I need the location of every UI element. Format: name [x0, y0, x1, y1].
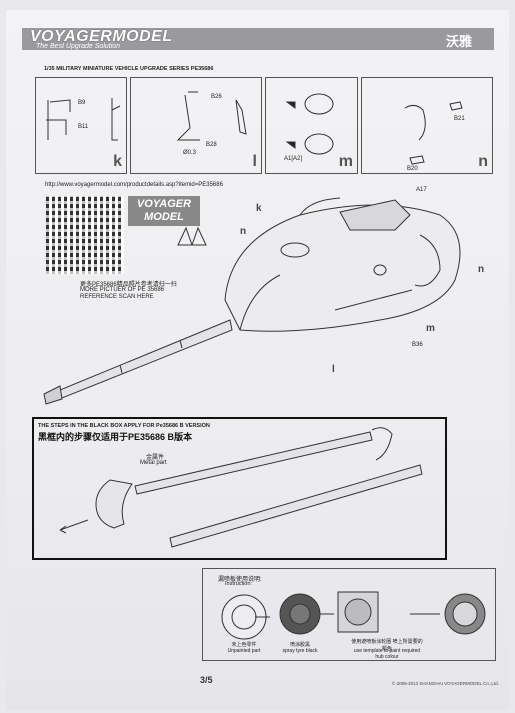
header-bar	[22, 28, 494, 50]
scan-note-cn: 更多PE35686精品照片参考请扫一扫	[80, 282, 177, 288]
step-letter: n	[478, 153, 488, 170]
part-label: B20	[407, 166, 418, 172]
paint-instruction-box	[202, 568, 496, 661]
callout-l: l	[332, 364, 335, 375]
part-label: B26	[211, 94, 222, 100]
b-version-note-cn: 黑框内的步骤仅适用于PE35686 B版本	[38, 430, 192, 443]
brand-chinese: 沃雅	[446, 34, 473, 49]
paint-step-cn: 喷涂胶黑	[289, 642, 310, 648]
copyright: © 2005-2013 SHANGHAI VOYAGERMODEL Co.,Lt…	[392, 681, 499, 686]
paint-step-en: Unpainted part	[227, 648, 261, 654]
step-letter: k	[113, 153, 122, 170]
b-version-prefix: 黑框内的步骤仅适用于	[38, 432, 129, 442]
product-url[interactable]: http://www.voyagermodel.com/productdetai…	[45, 182, 223, 188]
part-label: A1[A2]	[284, 156, 303, 162]
voyager-logo-badge: VOYAGER MODEL	[128, 196, 200, 226]
callout-n: n	[478, 264, 485, 275]
callout-m: m	[426, 323, 435, 334]
page-number: 3/5	[200, 675, 213, 685]
step-panel-n: B21 B20 n	[361, 77, 493, 174]
paint-title-en: Instruction:	[225, 581, 252, 587]
step-panel-m: A1[A2] m	[265, 77, 358, 174]
step-letter: l	[252, 153, 257, 170]
callout-n: n	[240, 226, 247, 237]
b-version-suffix: 版本	[174, 432, 193, 442]
qr-code-pattern	[46, 196, 124, 274]
part-label-a17: A17	[416, 187, 427, 193]
paint-title-cn: 漏喷板使用说明:	[218, 577, 262, 583]
b-version-note-en: THE STEPS IN THE BLACK BOX APPLY FOR Pe3…	[38, 423, 210, 429]
brand-logo: VOYAGERMODEL	[30, 28, 173, 45]
brand-tagline: The Best Upgrade Solution	[36, 43, 121, 50]
scan-note-en: REFERENCE SCAN HERE	[80, 294, 154, 300]
part-label: Ø0.3	[183, 150, 197, 156]
part-label: B9	[78, 100, 86, 106]
step-panel-l: B26 B28 Ø0.3 l	[130, 77, 262, 174]
step-panel-k: B9 B11 k	[35, 77, 127, 174]
part-label: B28	[206, 142, 217, 148]
part-label: B21	[454, 116, 465, 122]
part-label-b36: B36	[412, 342, 423, 348]
b-version-box	[32, 417, 447, 560]
metal-part-en: Metal part	[140, 460, 167, 466]
paint-step-en: spray tyre black	[282, 648, 318, 654]
paint-step-cn: 未上色零件	[231, 642, 257, 648]
series-title: 1/35 MILITARY MINIATURE VEHICLE UPGRADE …	[44, 66, 214, 72]
paint-step-en: use template to paint required hub colou…	[353, 648, 421, 660]
callout-k: k	[256, 203, 262, 214]
b-version-code: PE35686 B	[128, 432, 175, 442]
part-label: B11	[78, 124, 89, 130]
metal-part-cn: 金属件	[146, 455, 165, 461]
step-letter: m	[338, 153, 353, 170]
paint-step-cn: 使用遮喷板涂轮圈 喷上所需要的颜色	[351, 639, 423, 652]
scan-note-en: MORE PICTUER OF PE 35686	[80, 287, 165, 293]
